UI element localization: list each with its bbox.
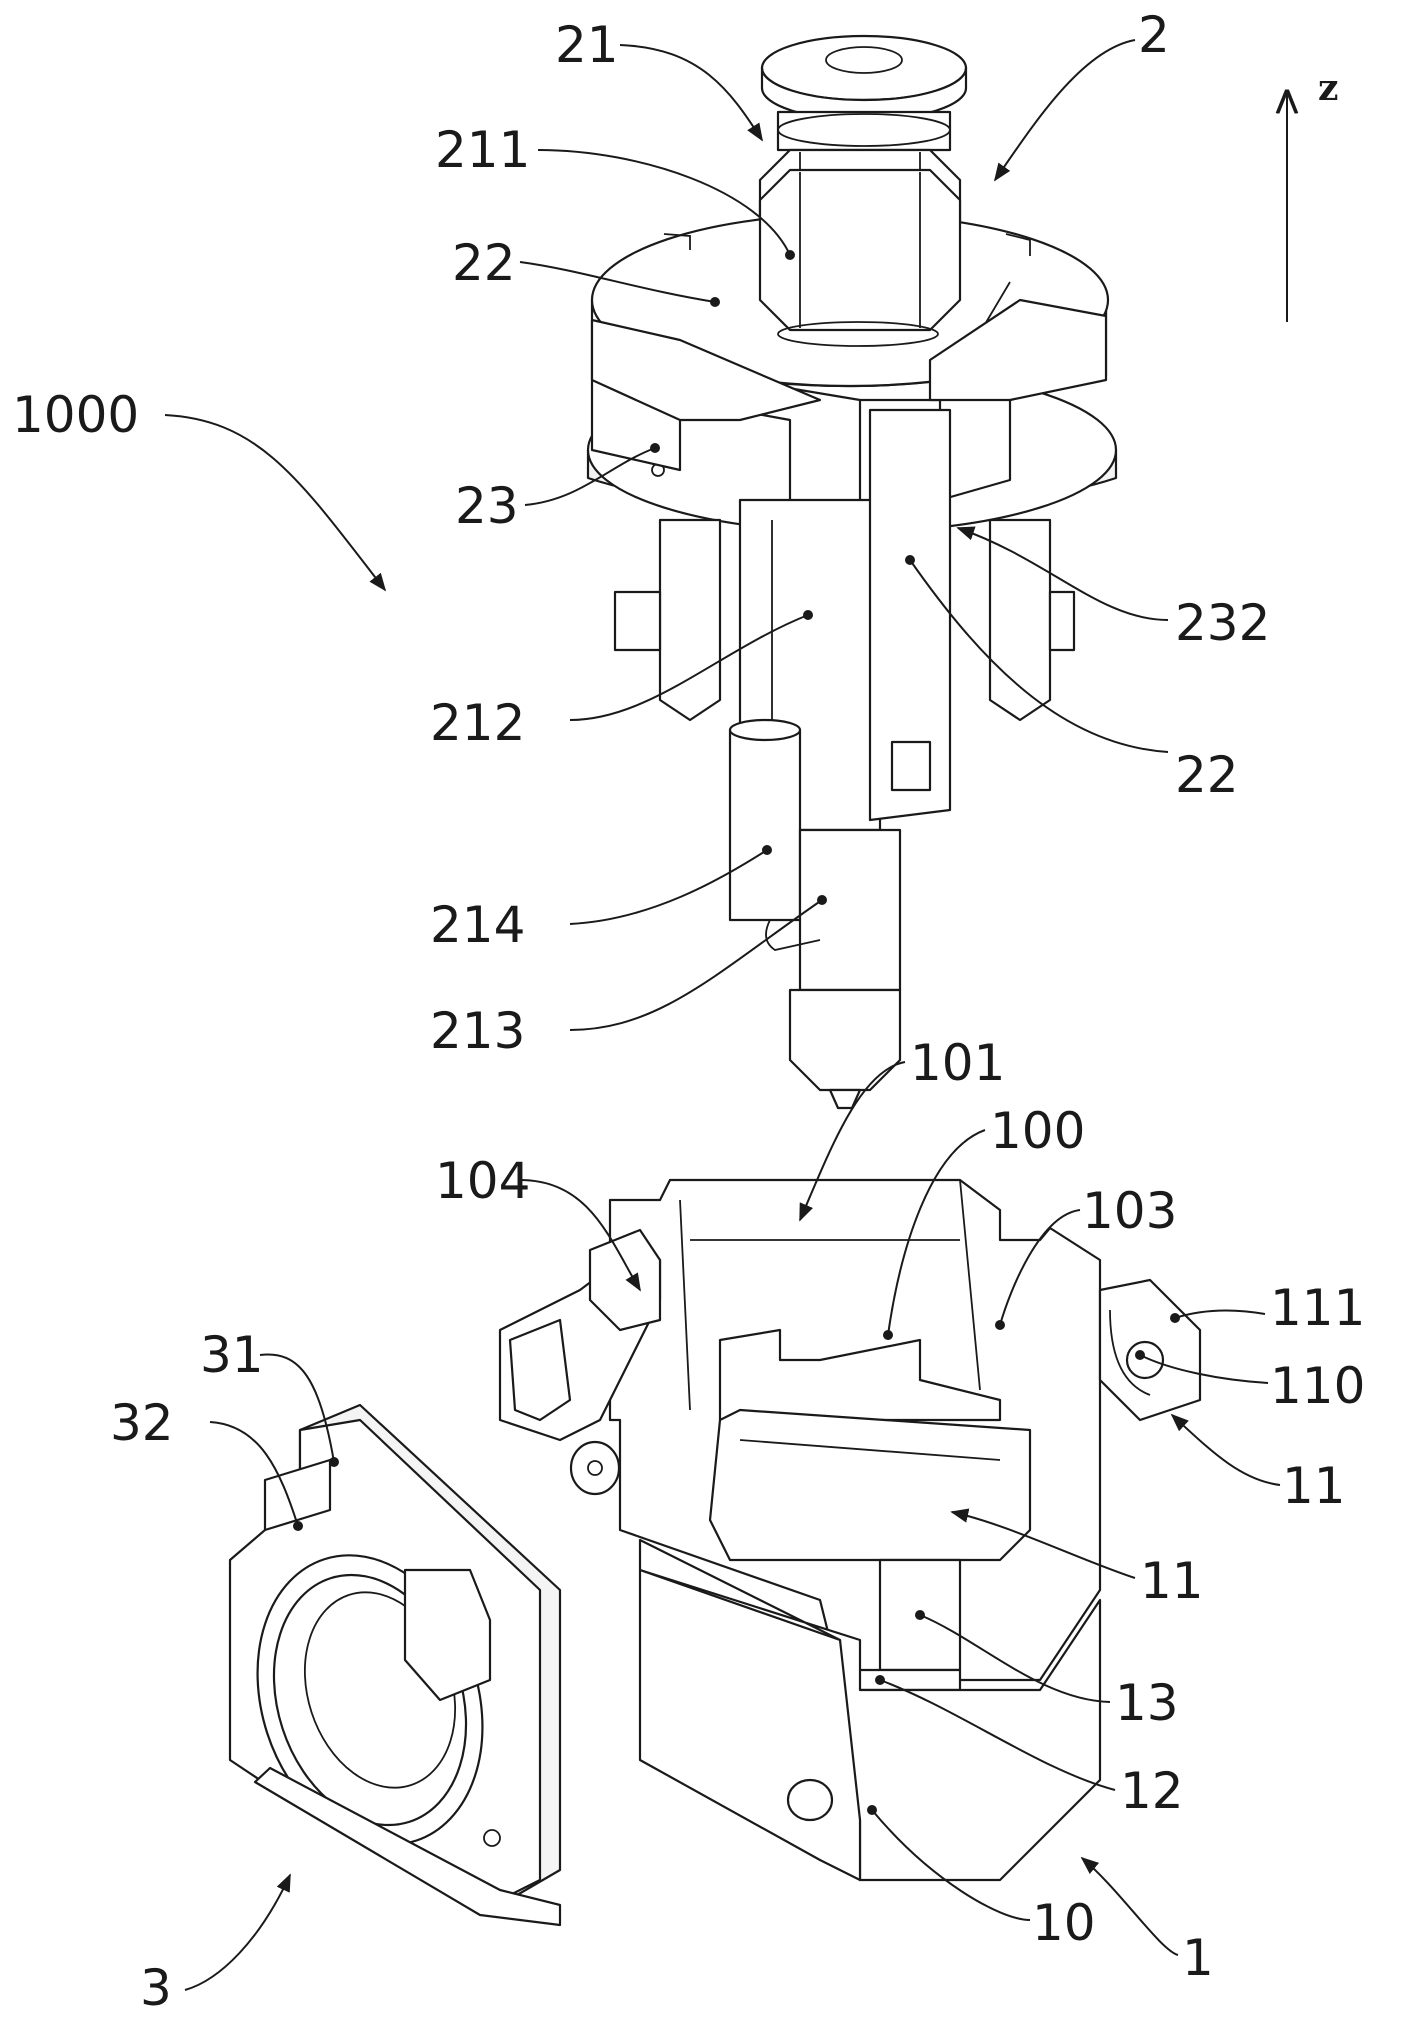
label-heater-block: 213 [430,1002,525,1060]
leader-213 [569,899,823,1031]
front-latch [708,1408,1032,1562]
fan-mount-hole [483,1829,501,1847]
label-plate-notch: 232 [1175,594,1270,652]
label-assembly: 1000 [12,386,139,444]
leader-3 [184,1873,291,1991]
z-axis-label: z [1318,67,1338,109]
leader-110 [1139,1354,1269,1384]
leader-111 [1174,1309,1266,1319]
base-assembly [498,1178,1202,1882]
clip-side-tab [890,740,932,792]
label-lug-hole: 110 [1270,1357,1365,1415]
label-fan-frame: 31 [200,1326,264,1384]
left-leg-tab [613,590,662,652]
label-lug: 111 [1270,1279,1365,1337]
label-housing-body: 10 [1032,1894,1096,1952]
lug-hole [1125,1340,1165,1380]
leader-212 [569,614,809,721]
label-feed-connector: 21 [555,16,619,74]
label-hotend-assembly: 2 [1138,6,1170,64]
leader-100 [887,1129,986,1336]
leader-32 [209,1421,299,1527]
label-lower-slot: 13 [1115,1674,1179,1732]
leader-104 [519,1179,641,1292]
leader-103 [999,1209,1081,1326]
leader-13 [919,1614,1111,1703]
cavity-walls [679,1179,981,1411]
left-clip-block [590,318,822,422]
label-side-slot: 104 [435,1152,530,1210]
leader-101 [799,1061,906,1222]
z-axis-indicator: z [1287,67,1338,322]
label-inner-wall: 103 [1082,1182,1177,1240]
nozzle-hex [788,988,902,1092]
boss [569,1440,621,1496]
label-lower-step: 12 [1120,1762,1184,1820]
fan-assembly [228,1403,562,1927]
hotend-assembly [586,34,1118,1110]
leader-214 [569,849,768,925]
label-cavity: 100 [990,1102,1085,1160]
label-mount-plate: 23 [455,477,519,535]
connector-nut-front [758,168,962,332]
leader-2 [993,39,1136,182]
fan-cover-tab [263,1458,332,1532]
reference-labels: 21 2 211 22 1000 23 232 212 22 214 213 1… [12,6,1365,2017]
leader-232 [956,526,1169,621]
connector-bore [825,46,903,74]
heater-block [798,828,902,992]
right-leg [988,518,1052,722]
label-clip-top: 22 [452,234,516,292]
clip-side [868,408,952,822]
fan-bottom-lip [253,1766,562,1927]
leader-12 [879,1679,1116,1791]
leader-10 [871,1809,1031,1921]
connector-groove [777,113,951,147]
right-leg-tab [1048,590,1076,652]
label-clip-side: 22 [1175,746,1239,804]
label-latch-front: 11 [1140,1552,1204,1610]
leader-31 [259,1353,335,1463]
leader-1000 [164,414,387,592]
leader-23 [524,447,656,506]
label-connector-nut: 211 [435,121,530,179]
heater-cartridge [728,728,802,922]
label-heater-cartridge: 214 [430,896,525,954]
bottom-boss [786,1778,834,1822]
leader-22-side [909,559,1169,753]
leader-11-front [950,1508,1136,1579]
leader-21 [619,44,763,142]
fan-corner-block [403,1568,492,1702]
label-base-assembly: 1 [1182,1929,1214,1987]
label-latch-right: 11 [1282,1457,1346,1515]
label-cavity-top: 101 [910,1034,1005,1092]
leader-11-right [1170,1413,1281,1486]
left-wing-slot [508,1318,572,1422]
lower-step [848,1668,962,1692]
leader-211 [537,149,791,256]
side-slot [588,1228,662,1332]
label-fan-assembly: 3 [140,1959,172,2017]
leader-1 [1080,1856,1179,1956]
label-throat-tube: 212 [430,694,525,752]
label-fan-cover: 32 [110,1394,174,1452]
right-clip-block [928,298,1108,402]
leader-lines [164,39,1281,1991]
leader-22-top [519,261,716,303]
connector-collar [776,110,952,152]
